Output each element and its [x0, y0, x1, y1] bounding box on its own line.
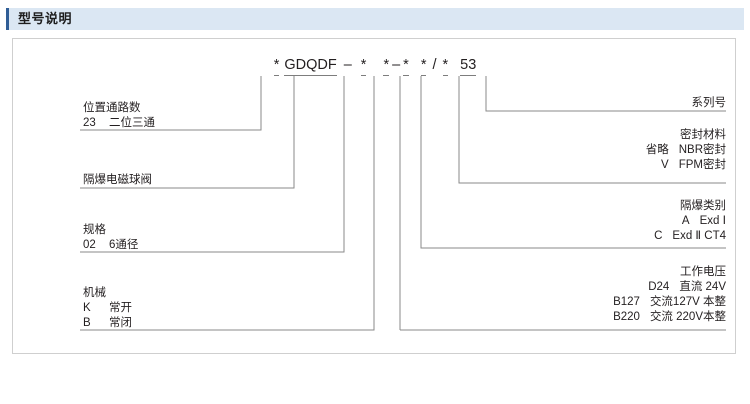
- callout-row: 省略 NBR密封: [631, 143, 726, 158]
- model-token-9: *: [442, 57, 449, 76]
- callout-code: B: [83, 317, 91, 329]
- callout-desc: FPM密封: [678, 159, 726, 171]
- callout-code: 02: [83, 239, 96, 251]
- callout-row: C Exd Ⅱ CT4: [624, 229, 726, 244]
- callout-right-seal-material: 密封材料 省略 NBR密封 V FPM密封: [631, 128, 726, 173]
- leader-line-left-4: [80, 76, 375, 331]
- callout-title: 密封材料: [680, 129, 726, 141]
- callout-row: V FPM密封: [631, 158, 726, 173]
- callout-title: 规格: [83, 224, 106, 236]
- model-token-6: *: [403, 57, 409, 76]
- leader-line-right-3: [420, 76, 726, 249]
- callout-left-mechanical: 机械 K 常开 B 常闭: [83, 286, 132, 331]
- callout-code: B127: [613, 296, 640, 308]
- callout-left-specification: 规格 02 6通径: [83, 223, 138, 253]
- model-token-10: 53: [460, 57, 477, 76]
- leader-line-right-1: [485, 76, 726, 112]
- callout-code: 23: [83, 117, 96, 129]
- callout-desc: 直流 24V: [679, 281, 726, 293]
- callout-title: 工作电压: [680, 266, 726, 278]
- callout-row: 23 二位三通: [83, 116, 155, 131]
- callout-desc: 常开: [109, 302, 132, 314]
- callout-code: 省略: [645, 144, 669, 156]
- model-token-8: /: [432, 57, 437, 73]
- callout-row: A Exd Ⅰ: [624, 214, 726, 229]
- leader-line-left-1: [80, 76, 262, 131]
- callout-code: V: [661, 159, 669, 171]
- callout-row: K 常开: [83, 301, 132, 316]
- callout-row: B220 交流 220V本整: [602, 310, 726, 325]
- callout-row: 02 6通径: [83, 238, 138, 253]
- page-title: 型号说明: [18, 11, 73, 26]
- callout-right-working-voltage: 工作电压 D24 直流 24V B127 交流127V 本整 B220 交流 220V…: [602, 265, 726, 325]
- model-token-0: *: [273, 57, 280, 76]
- callout-desc: NBR密封: [678, 144, 726, 156]
- callout-code: A: [681, 215, 690, 227]
- callout-desc: Exd Ⅱ CT4: [672, 230, 726, 242]
- callout-title: 机械: [83, 287, 106, 299]
- callout-desc: 二位三通: [109, 117, 155, 129]
- model-token-5: –: [392, 57, 401, 73]
- callout-title: 位置通路数: [83, 102, 141, 114]
- callout-desc: 交流 220V本整: [649, 311, 726, 323]
- header-bar: [6, 8, 744, 30]
- callout-desc: 常闭: [109, 317, 132, 329]
- model-token-3: *: [360, 57, 367, 76]
- callout-row: B127 交流127V 本整: [602, 295, 726, 310]
- callout-row: B 常闭: [83, 316, 132, 331]
- leader-line-right-2: [458, 76, 726, 184]
- callout-code: K: [83, 302, 91, 314]
- callout-left-position-channels: 位置通路数 23 二位三通: [83, 101, 155, 131]
- callout-right-explosion-class: 隔爆类别 A Exd Ⅰ C Exd Ⅱ CT4: [624, 199, 726, 244]
- model-code-string: *GDQDF–**–**/*53: [0, 57, 750, 76]
- callout-left-valve-type: 隔爆电磁球阀: [83, 173, 152, 188]
- leader-line-left-2: [80, 76, 295, 189]
- callout-desc: Exd Ⅰ: [699, 215, 726, 227]
- callout-desc: 6通径: [109, 239, 139, 251]
- callout-title: 系列号: [691, 97, 727, 109]
- callout-code: B220: [613, 311, 640, 323]
- model-token-1: GDQDF: [284, 57, 337, 76]
- model-token-2: –: [343, 57, 352, 73]
- callout-right-series-number: 系列号: [692, 96, 727, 111]
- callout-title: 隔爆电磁球阀: [83, 174, 152, 186]
- callout-desc: 交流127V 本整: [649, 296, 726, 308]
- model-token-7: *: [420, 57, 427, 76]
- callout-code: D24: [648, 281, 670, 293]
- leader-line-left-3: [80, 76, 345, 253]
- callout-title: 隔爆类别: [680, 200, 726, 212]
- callout-code: C: [654, 230, 663, 242]
- header-accent-bar: [6, 8, 9, 30]
- callout-row: D24 直流 24V: [602, 280, 726, 295]
- model-token-4: *: [383, 57, 390, 76]
